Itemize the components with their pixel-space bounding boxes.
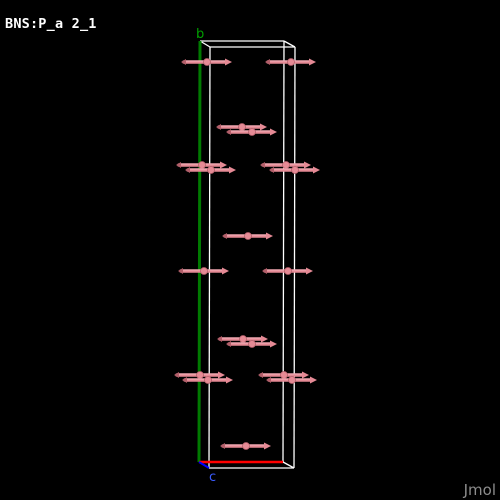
- atom-site: [207, 166, 215, 174]
- moment-arrow-head: [226, 376, 233, 384]
- moment-arrow: [181, 58, 232, 66]
- atom-site: [196, 371, 204, 379]
- atom-site: [238, 123, 246, 131]
- moment-arrow: [182, 376, 233, 384]
- axis-label-c: c: [209, 470, 216, 485]
- moment-arrow-tail: [226, 341, 231, 347]
- moment-arrow-tail: [265, 59, 270, 65]
- moment-arrow-head: [304, 161, 311, 169]
- moment-arrow: [178, 267, 229, 275]
- moment-arrow-tail: [216, 124, 221, 130]
- moment-arrow-tail: [217, 336, 222, 342]
- moment-arrow: [217, 335, 268, 343]
- atom-site: [284, 267, 292, 275]
- moment-arrow-head: [225, 58, 232, 66]
- moment-arrow-tail: [258, 372, 263, 378]
- moment-arrow-head: [270, 340, 277, 348]
- atom-site: [244, 232, 252, 240]
- moment-arrow-tail: [220, 443, 225, 449]
- atom-site: [198, 161, 206, 169]
- atom-site: [288, 376, 296, 384]
- moment-arrow-head: [261, 335, 268, 343]
- moment-arrow-tail: [185, 167, 190, 173]
- atom-site: [200, 267, 208, 275]
- moment-arrow-head: [306, 267, 313, 275]
- moment-arrow-tail: [226, 129, 231, 135]
- moment-arrow-tail: [269, 167, 274, 173]
- atom-site: [204, 376, 212, 384]
- moment-arrow: [220, 442, 271, 450]
- moment-arrow: [226, 128, 277, 136]
- moment-arrow: [258, 371, 309, 379]
- moment-arrow-tail: [260, 162, 265, 168]
- moment-arrow: [262, 267, 313, 275]
- atom-site: [248, 128, 256, 136]
- moment-arrow-head: [310, 376, 317, 384]
- moment-arrow-head: [313, 166, 320, 174]
- moment-arrow: [216, 123, 267, 131]
- moment-arrow-head: [260, 123, 267, 131]
- moment-arrow-tail: [181, 59, 186, 65]
- atom-site: [242, 442, 250, 450]
- c-axis: [198, 461, 210, 469]
- moment-arrow-tail: [222, 233, 227, 239]
- atom-site: [248, 340, 256, 348]
- moment-arrow: [174, 371, 225, 379]
- moment-arrow-head: [220, 161, 227, 169]
- structure-title: BNS:P_a 2_1: [5, 16, 97, 32]
- moment-arrow-head: [222, 267, 229, 275]
- atom-site: [280, 371, 288, 379]
- magnetic-moments: [174, 58, 320, 450]
- moment-arrow: [222, 232, 273, 240]
- moment-arrow-head: [270, 128, 277, 136]
- moment-arrow-tail: [178, 268, 183, 274]
- moment-arrow: [185, 166, 236, 174]
- moment-arrow-tail: [262, 268, 267, 274]
- axis-label-b: b: [196, 27, 204, 42]
- moment-arrow-tail: [174, 372, 179, 378]
- atom-site: [203, 58, 211, 66]
- moment-arrow: [176, 161, 227, 169]
- moment-arrow: [269, 166, 320, 174]
- moment-arrow: [266, 376, 317, 384]
- moment-arrow-head: [266, 232, 273, 240]
- moment-arrow-head: [218, 371, 225, 379]
- atom-site: [291, 166, 299, 174]
- atom-site: [239, 335, 247, 343]
- moment-arrow-head: [264, 442, 271, 450]
- moment-arrow-tail: [182, 377, 187, 383]
- moment-arrow: [265, 58, 316, 66]
- moment-arrow-head: [302, 371, 309, 379]
- moment-arrow-tail: [176, 162, 181, 168]
- b-axis: [197, 40, 202, 463]
- moment-arrow: [260, 161, 311, 169]
- moment-arrow-head: [229, 166, 236, 174]
- atom-site: [287, 58, 295, 66]
- unit-cell: [199, 40, 296, 469]
- atom-site: [282, 161, 290, 169]
- moment-arrow-tail: [266, 377, 271, 383]
- moment-arrow: [226, 340, 277, 348]
- moment-arrow-head: [309, 58, 316, 66]
- axes: b c: [196, 27, 283, 485]
- jmol-watermark: Jmol: [463, 481, 496, 499]
